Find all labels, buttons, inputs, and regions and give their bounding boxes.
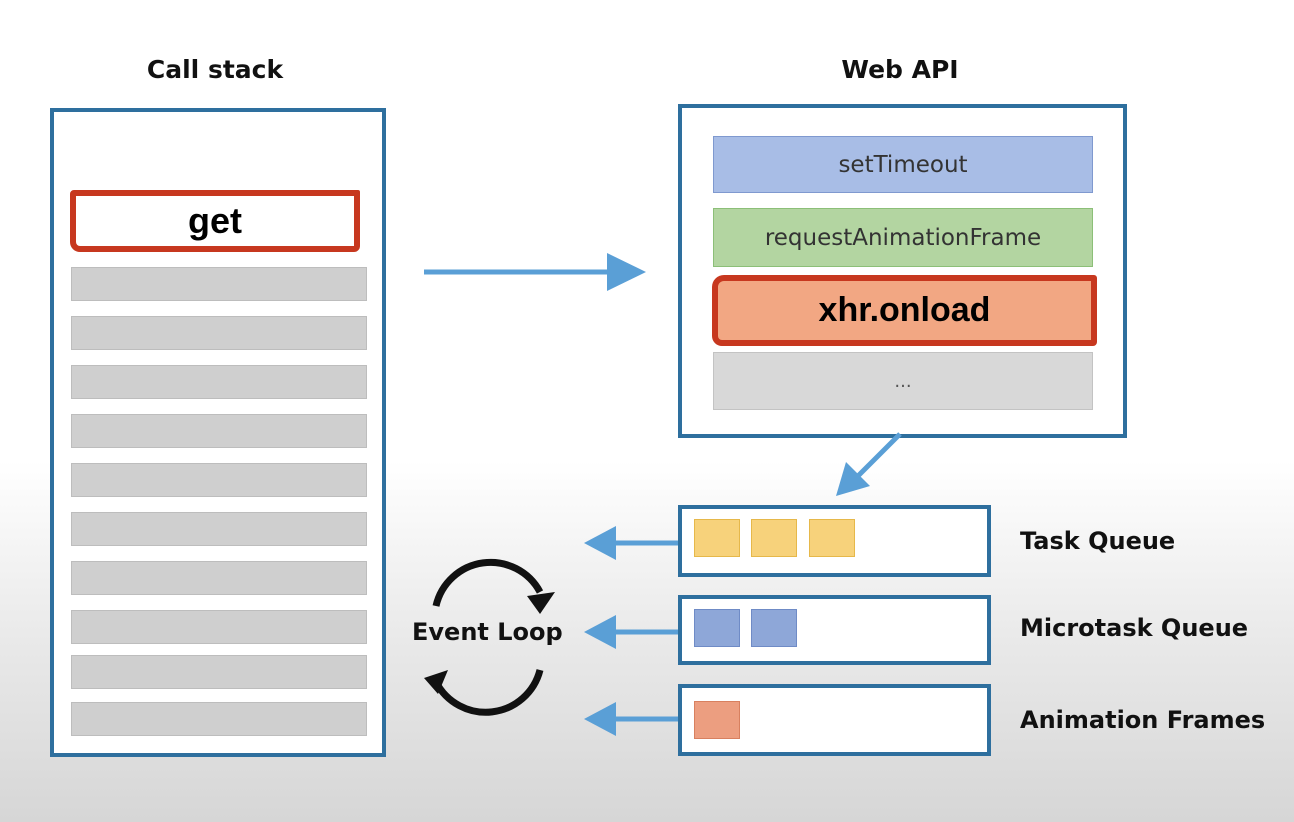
web-api-settimeout: setTimeout — [713, 136, 1093, 193]
call-stack-slot — [71, 267, 367, 301]
animation-frames-label: Animation Frames — [1020, 706, 1266, 734]
call-stack-slot — [71, 365, 367, 399]
microtask-queue-box — [678, 595, 991, 665]
microtask-queue-item — [751, 609, 797, 647]
call-stack-title: Call stack — [146, 55, 284, 84]
call-stack-frame-get: get — [70, 190, 360, 252]
microtask-queue-label: Microtask Queue — [1020, 614, 1249, 642]
arrow-animation-frames-out — [584, 702, 678, 736]
task-queue-item — [694, 519, 740, 557]
call-stack-slot — [71, 610, 367, 644]
call-stack-slot — [71, 463, 367, 497]
animation-frames-box — [678, 684, 991, 756]
task-queue-box — [678, 505, 991, 577]
call-stack-slot — [71, 316, 367, 350]
event-loop-icon — [424, 558, 555, 716]
call-stack-slot — [71, 512, 367, 546]
event-loop-label: Event Loop — [412, 618, 563, 646]
call-stack-slot — [71, 655, 367, 689]
microtask-queue-item — [694, 609, 740, 647]
call-stack-slot — [71, 561, 367, 595]
call-stack-panel: get — [50, 108, 386, 757]
task-queue-label: Task Queue — [1020, 527, 1176, 555]
call-stack-slot — [71, 702, 367, 736]
arrow-callstack-to-webapi — [424, 253, 646, 291]
arrow-webapi-to-queue — [836, 432, 902, 496]
web-api-ellipsis: ... — [713, 352, 1093, 410]
call-stack-slot — [71, 414, 367, 448]
web-api-xhr-onload: xhr.onload — [712, 275, 1097, 346]
task-queue-item — [751, 519, 797, 557]
animation-frames-item — [694, 701, 740, 739]
arrow-task-queue-out — [584, 526, 678, 560]
task-queue-item — [809, 519, 855, 557]
web-api-request-animation-frame: requestAnimationFrame — [713, 208, 1093, 267]
web-api-panel: setTimeout requestAnimationFrame xhr.onl… — [678, 104, 1127, 438]
arrow-microtask-queue-out — [584, 615, 678, 649]
web-api-title: Web API — [841, 55, 959, 84]
